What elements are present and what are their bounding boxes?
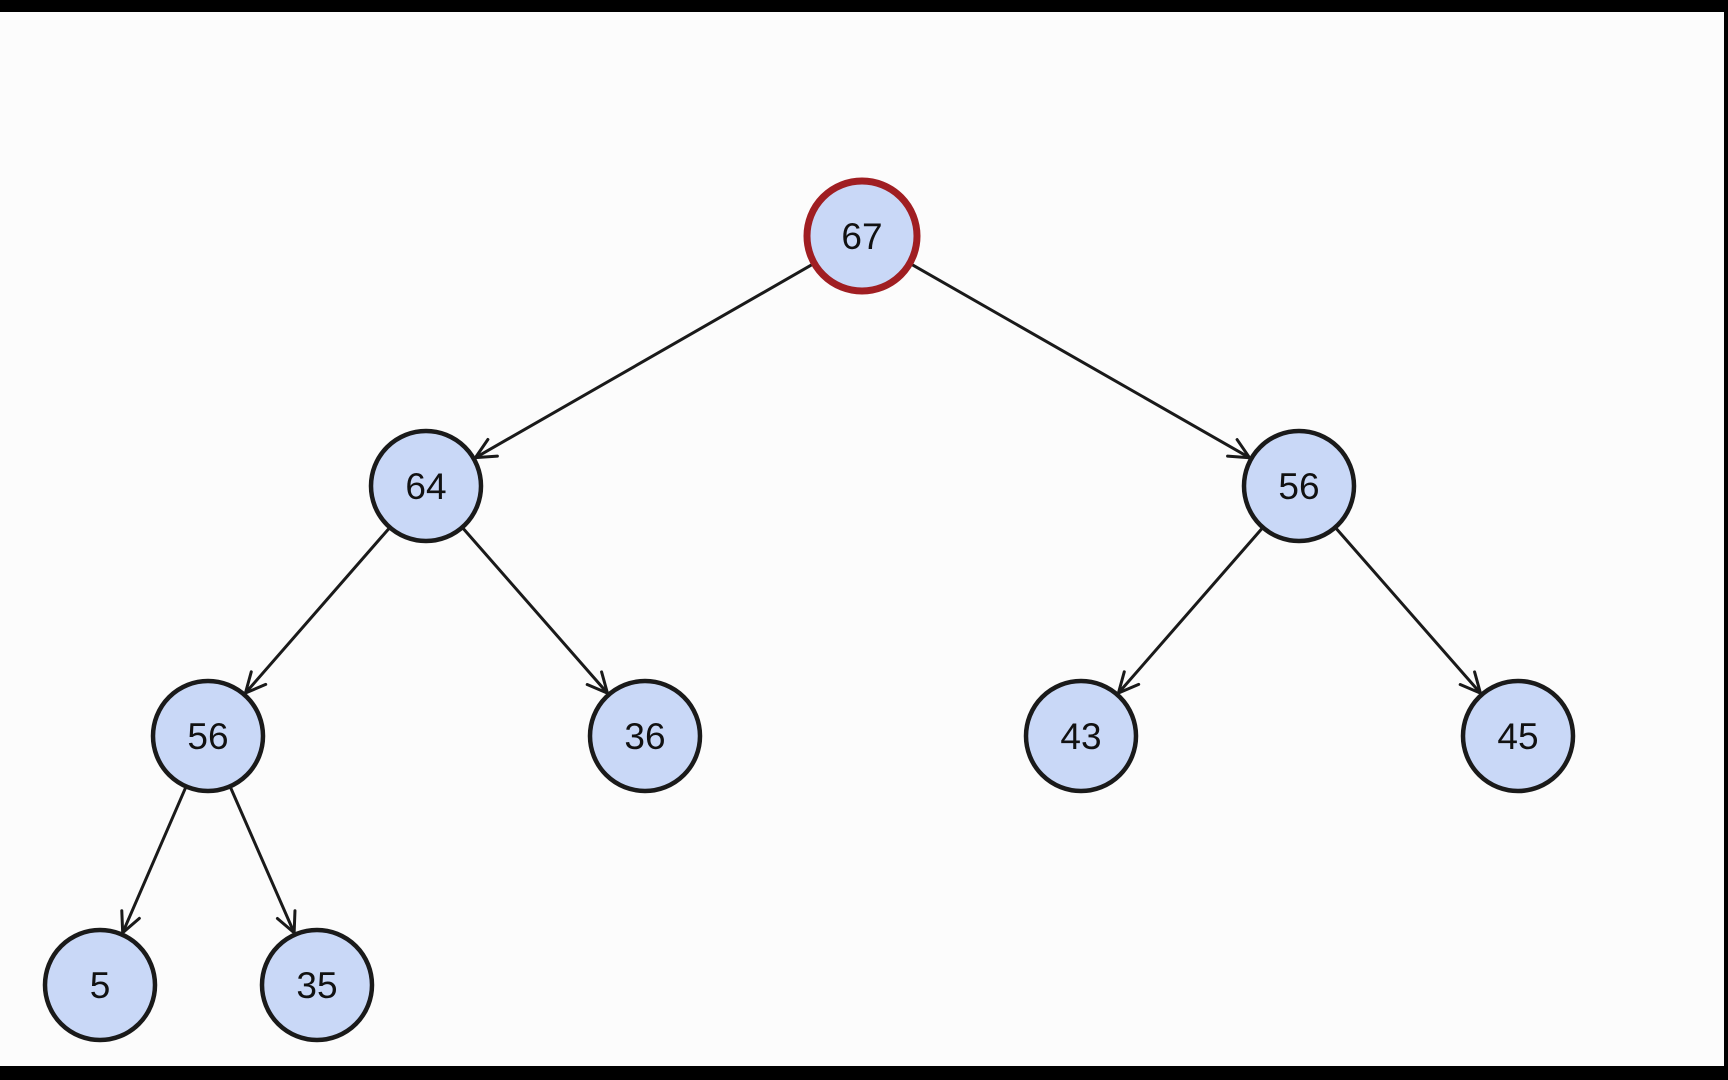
node-circle (42, 927, 158, 1043)
node-value-label: 56 (187, 716, 228, 757)
node-value-label: 67 (841, 216, 882, 257)
node-value-label: 64 (405, 466, 446, 507)
node-value-label: 5 (90, 965, 111, 1006)
edge-n56b-n35 (228, 784, 297, 935)
node-circle (587, 678, 703, 794)
edge-n67-n56a (908, 261, 1252, 460)
node-value-label: 43 (1060, 716, 1101, 757)
tree-node-root-highlighted: 67 (803, 177, 921, 295)
node-circle (1241, 428, 1357, 544)
node-value-label: 36 (624, 716, 665, 757)
node-circle (259, 927, 375, 1043)
edge-n67-n64 (473, 261, 816, 460)
node-value-label: 45 (1497, 716, 1538, 757)
edge-n64-n56b (243, 525, 392, 695)
nodes-layer: 67 64 56 56 36 43 45 5 35 (42, 177, 1576, 1043)
tree-node: 35 (259, 927, 375, 1043)
node-circle (1460, 678, 1576, 794)
tree-node: 45 (1460, 678, 1576, 794)
tree-node: 56 (150, 678, 266, 794)
tree-node: 5 (42, 927, 158, 1043)
node-value-label: 56 (1278, 466, 1319, 507)
node-circle (368, 428, 484, 544)
tree-node: 64 (368, 428, 484, 544)
edge-n56a-n45 (1333, 525, 1482, 695)
node-circle (803, 177, 921, 295)
tree-node: 36 (587, 678, 703, 794)
node-value-label: 35 (296, 965, 337, 1006)
node-circle (1023, 678, 1139, 794)
tree-node: 43 (1023, 678, 1139, 794)
edge-n56a-n43 (1116, 525, 1265, 695)
edge-n64-n36 (460, 525, 609, 695)
edges-layer (120, 261, 1482, 935)
node-circle (150, 678, 266, 794)
edge-n56b-n5 (120, 784, 188, 935)
tree-node: 56 (1241, 428, 1357, 544)
